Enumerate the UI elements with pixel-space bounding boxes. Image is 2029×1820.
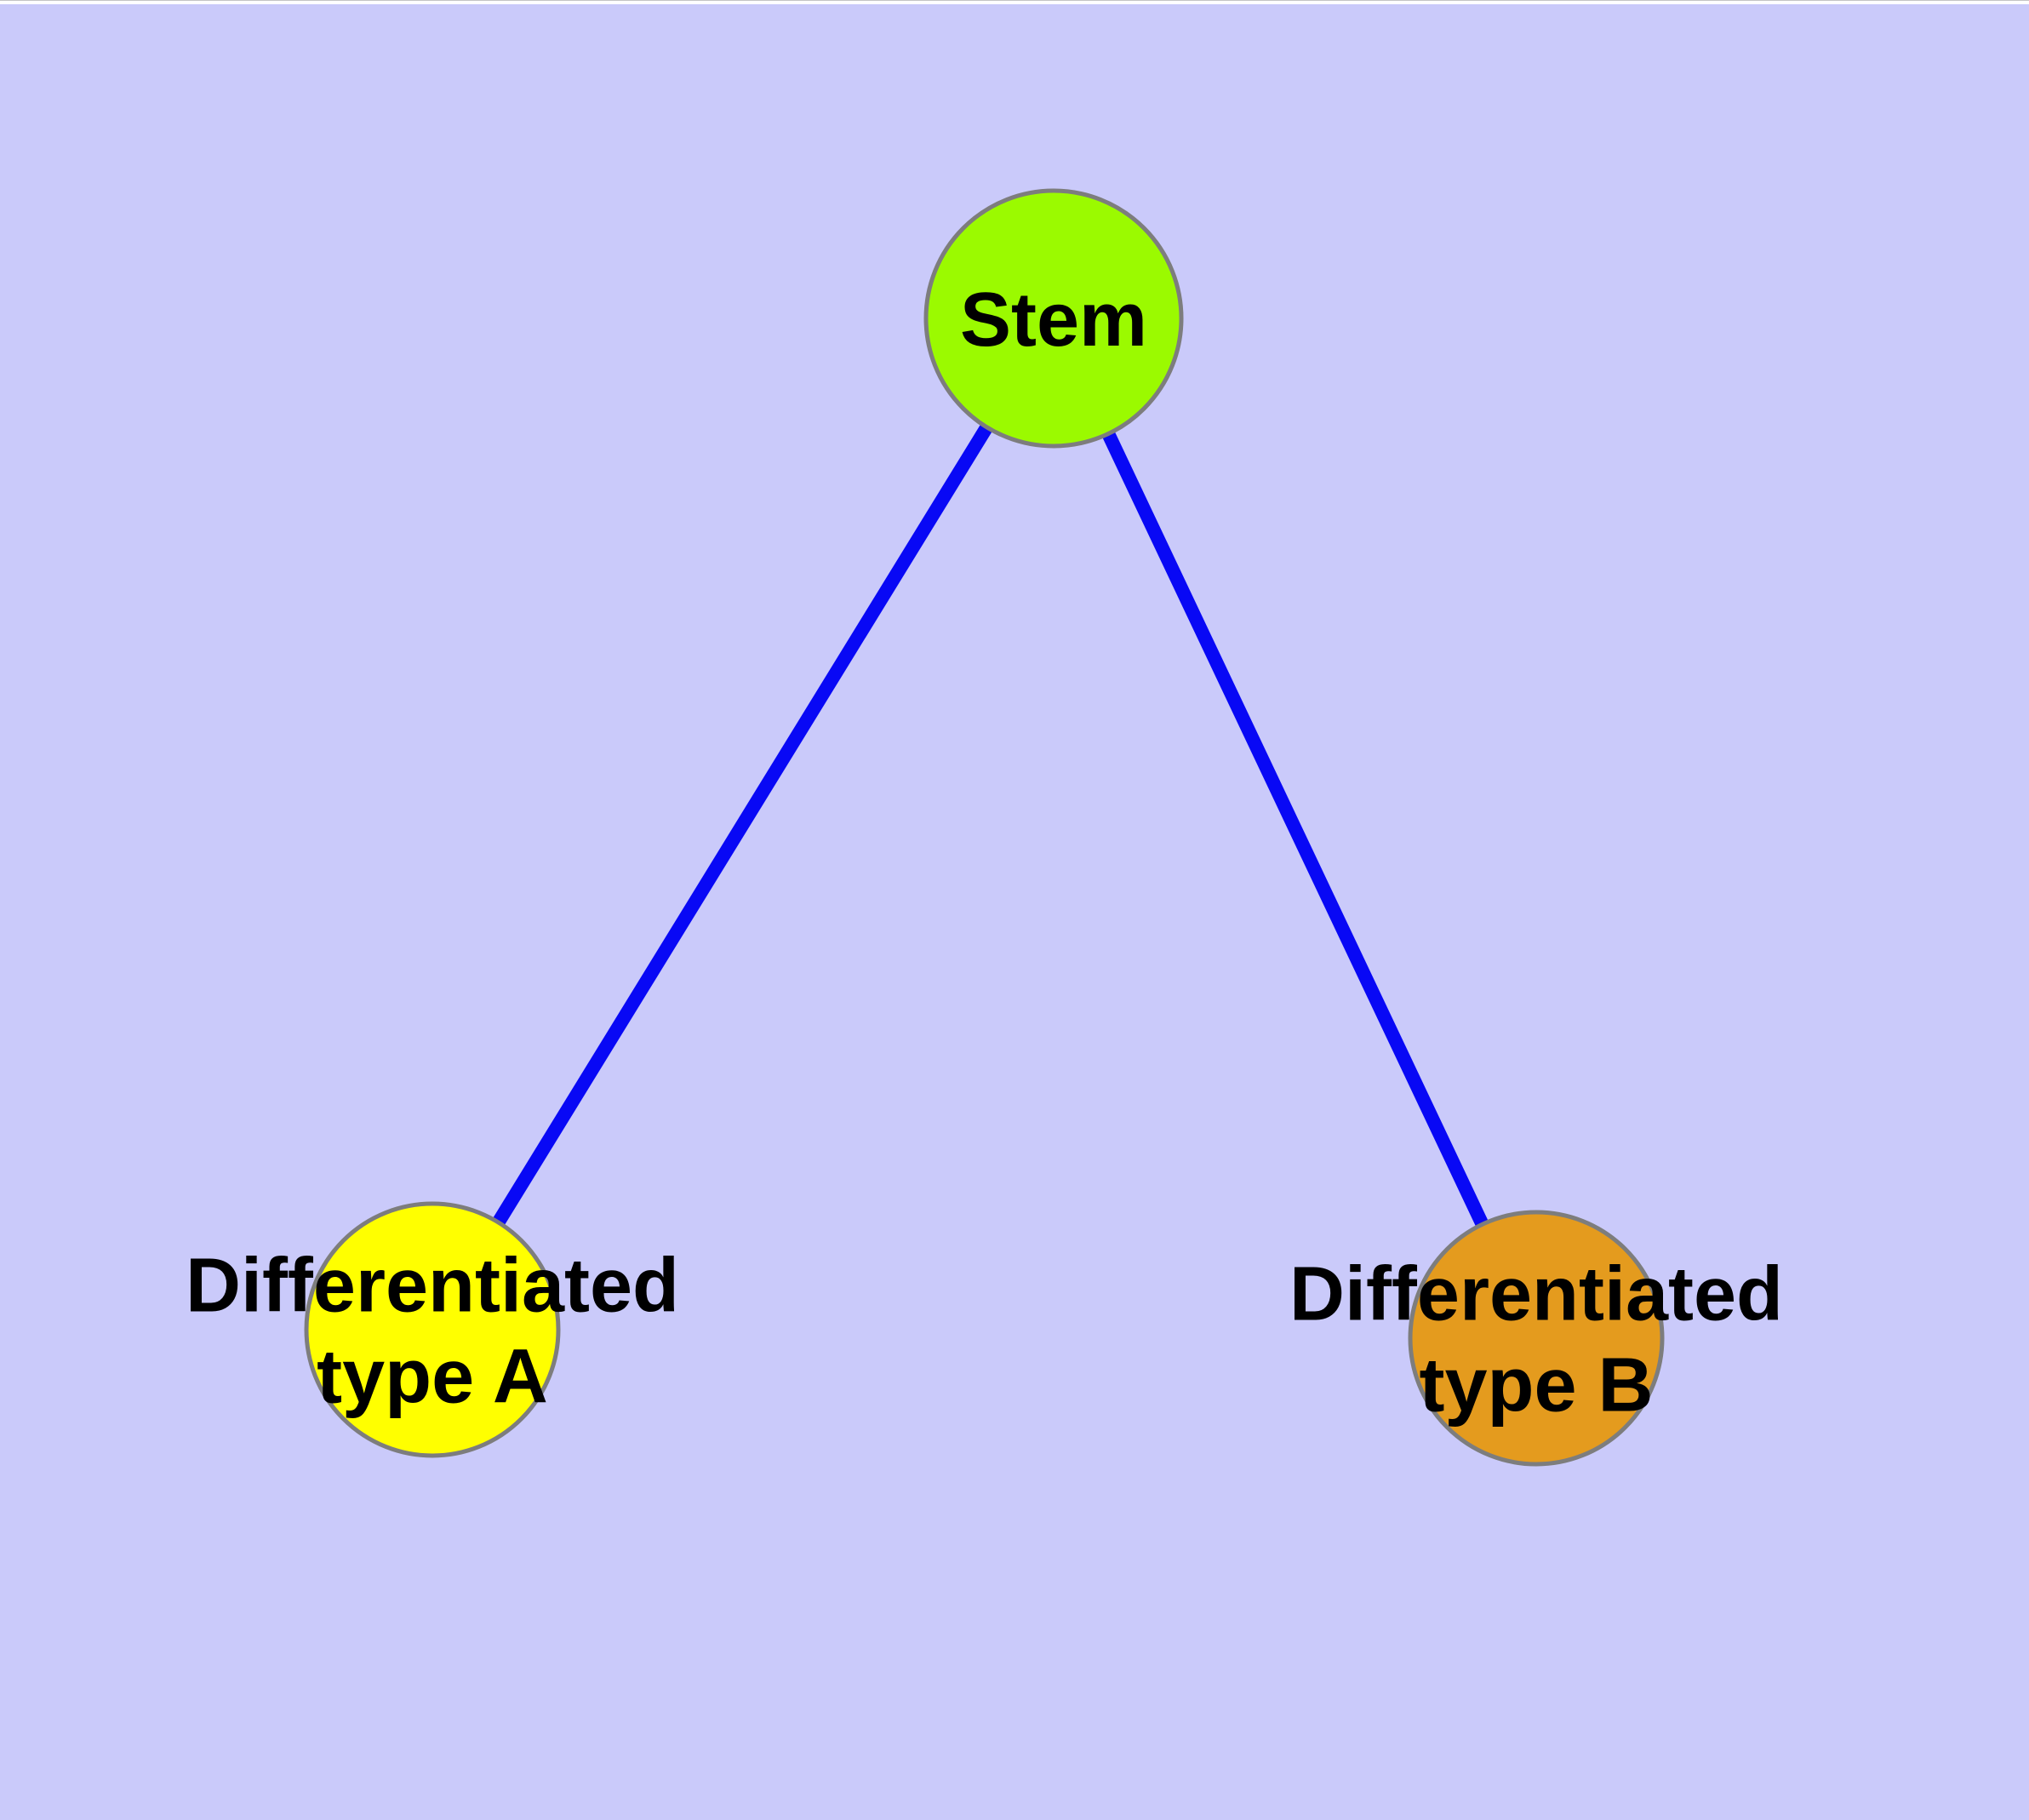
node-label-line: Differentiated (186, 1244, 679, 1329)
node-label-stem: Stem (960, 278, 1147, 363)
edges-layer (426, 314, 1543, 1342)
node-label-line: Differentiated (1289, 1252, 1783, 1337)
node-label-line: Stem (960, 278, 1147, 363)
nodes-layer (304, 188, 1665, 1467)
node-stem (923, 188, 1184, 449)
edge-stem-to-diff-type-a (426, 314, 1060, 1334)
edge-stem-to-diff-type-b (1047, 315, 1543, 1342)
node-label-line: type B (1419, 1343, 1653, 1428)
top-margin-strip (0, 0, 2029, 4)
node-diff-type-a (304, 1201, 561, 1458)
node-label-line: type A (317, 1335, 548, 1420)
node-diff-type-b (1408, 1210, 1665, 1467)
